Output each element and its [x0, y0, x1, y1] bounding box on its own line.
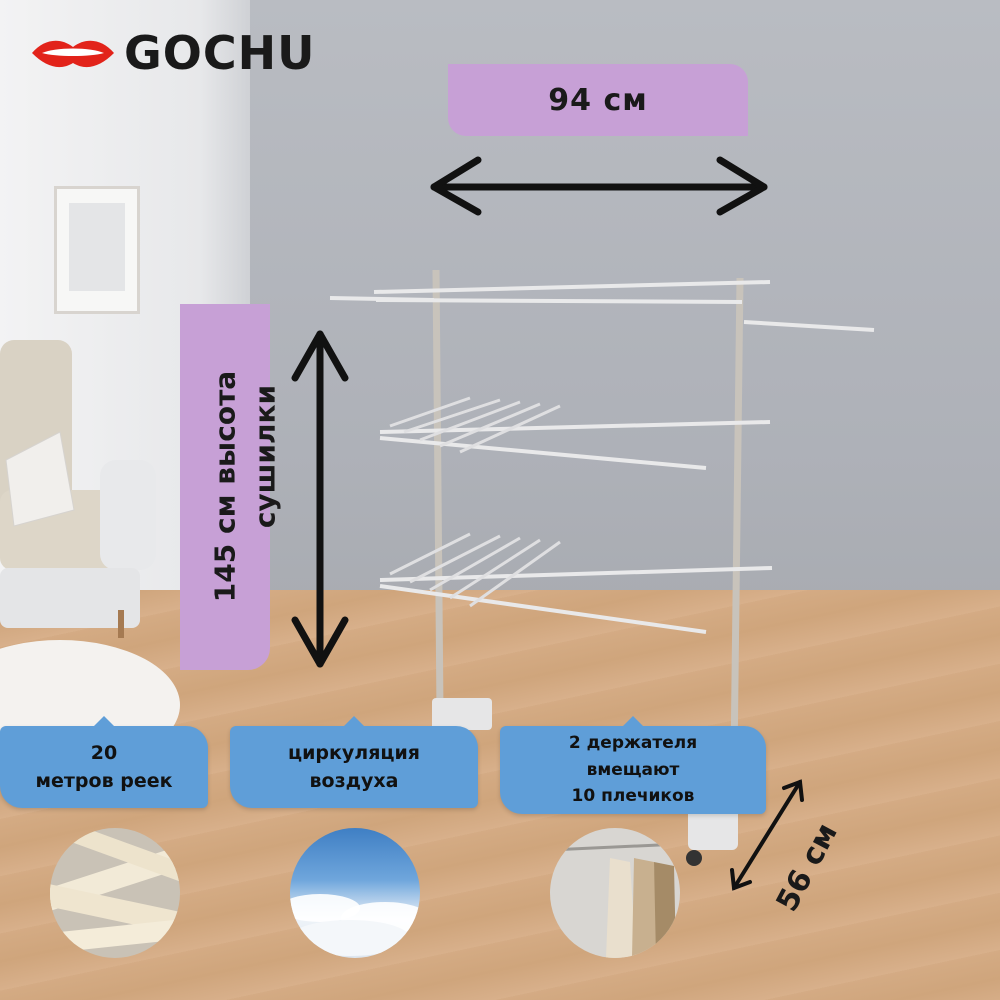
- feature-hangers-line2: вмещают: [586, 759, 680, 780]
- width-value: 94 см: [548, 82, 648, 118]
- feature-air-line2: воздуха: [309, 770, 399, 792]
- feature-card-hangers: 2 держателя вмещают 10 плечиков: [500, 716, 766, 814]
- armchair: [0, 340, 156, 638]
- feature-card-air: циркуляция воздуха: [230, 716, 478, 808]
- feature-hangers-line3: 10 плечиков: [571, 786, 695, 807]
- feature-air-line1: циркуляция: [288, 741, 420, 764]
- brand-name: GOCHU: [124, 26, 316, 80]
- height-arrow-icon: [291, 330, 349, 668]
- lips-logo-icon: [32, 40, 114, 68]
- width-arrow-icon: [430, 156, 768, 216]
- feature-slats-line1: 20: [90, 741, 118, 764]
- depth-arrow-icon: [730, 779, 804, 891]
- measuring-tape-photo: [50, 828, 180, 958]
- clouds-sky-photo: [290, 828, 420, 958]
- width-label: 94 см: [448, 64, 748, 136]
- wall-picture-frame: [54, 186, 140, 314]
- height-text-line2: сушилки: [248, 384, 282, 529]
- height-text-line1: 145 см высота: [208, 370, 242, 603]
- hanging-clothes-photo: [550, 828, 680, 958]
- feature-slats-line2: метров реек: [35, 770, 173, 792]
- feature-card-slats: 20 метров реек: [0, 716, 208, 808]
- feature-hangers-line1: 2 держателя: [568, 733, 698, 754]
- height-label: 145 см высота сушилки: [180, 304, 282, 670]
- brand-logo: GOCHU: [30, 30, 315, 76]
